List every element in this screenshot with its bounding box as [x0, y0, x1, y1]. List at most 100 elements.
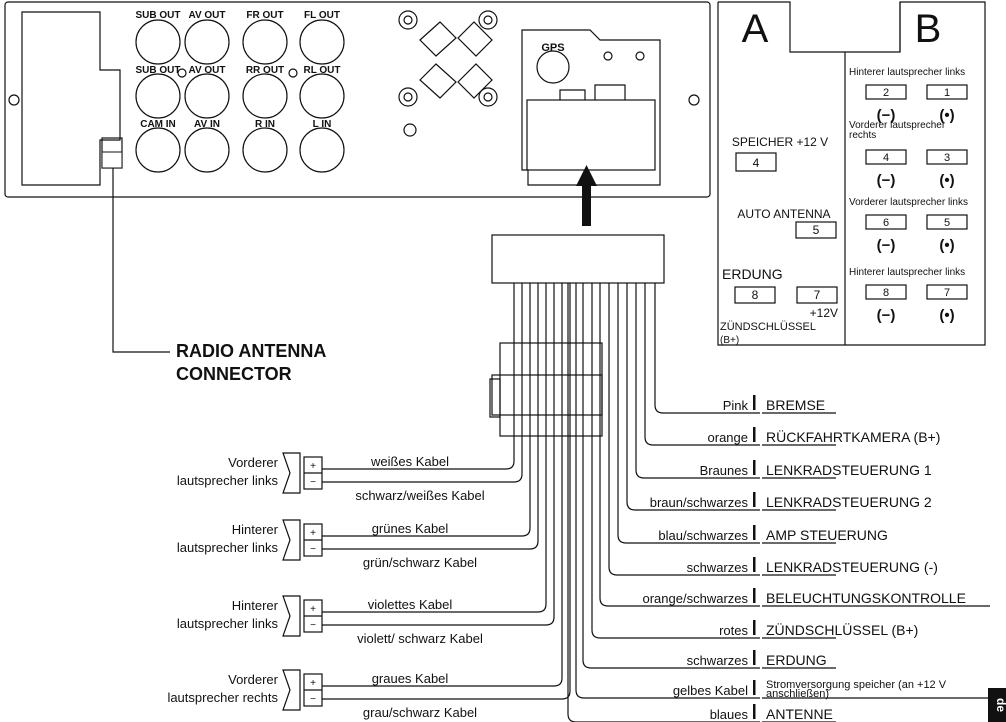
- minus-sign: −: [310, 477, 316, 488]
- speaker-name: lautsprecher links: [177, 473, 279, 488]
- polarity-minus: (−): [877, 237, 896, 254]
- rca-jack-label: RL OUT: [303, 65, 340, 76]
- iso-b-label: Vorderer lautsprecher: [849, 120, 946, 131]
- iso-b-label: rechts: [849, 130, 876, 141]
- pin-number: 4: [753, 156, 760, 170]
- function-wire: [654, 283, 760, 414]
- wire-label: rotes ZÜNDSCHLÜSSEL (B+): [719, 620, 918, 639]
- rca-jack: [135, 19, 181, 65]
- speaker-icon: [282, 595, 301, 637]
- iso-a-label: AUTO ANTENNA: [737, 207, 830, 221]
- polarity-plus: (•): [939, 307, 954, 324]
- wire-function: BREMSE: [766, 397, 825, 413]
- wire-color: gelbes Kabel: [673, 683, 748, 698]
- iso-connector-panel: [717, 1, 986, 346]
- wire-function: RÜCKFAHRTKAMERA (B+): [766, 428, 940, 445]
- iso-b-label: Vorderer lautsprecher links: [849, 197, 968, 208]
- function-wire: [599, 283, 760, 607]
- iso-b-title: B: [915, 7, 942, 51]
- function-wire: [608, 283, 760, 576]
- wire-minus-label: grün/schwarz Kabel: [363, 555, 477, 570]
- speaker-icon: [282, 452, 301, 494]
- wire-color: rotes: [719, 623, 748, 638]
- wire-label: gelbes Kabel Stromversorgung speicher (an…: [673, 679, 990, 700]
- wire-function: ERDUNG: [766, 652, 827, 668]
- wire-function: ZÜNDSCHLÜSSEL (B+): [766, 621, 918, 638]
- rca-jack: [299, 19, 345, 65]
- wire-function: anschließen): [766, 688, 829, 700]
- rca-jack-label: L IN: [313, 119, 332, 130]
- wire-function: AMP STEUERUNG: [766, 527, 888, 543]
- wire-minus-label: grau/schwarz Kabel: [363, 705, 477, 720]
- pin-number: 7: [944, 287, 950, 299]
- rca-jack: [242, 73, 288, 119]
- wire-function: Stromversorgung speicher (an +12 V: [766, 679, 947, 691]
- language-tab: de: [988, 688, 1006, 722]
- wire-label: blau/schwarzes AMP STEUERUNG: [658, 525, 888, 544]
- wire-function: ANTENNE: [766, 706, 833, 722]
- speaker-wire: [322, 283, 539, 550]
- wire-function: BELEUCHTUNGSKONTROLLE: [766, 590, 966, 606]
- iso-a-label: (B+): [720, 335, 739, 346]
- speaker-wire: [322, 283, 555, 626]
- wiring-harness: [489, 234, 665, 437]
- wire-color: blau/schwarzes: [658, 528, 748, 543]
- wire-color: schwarzes: [687, 653, 749, 668]
- iso-a-title: A: [742, 7, 769, 51]
- wire-plus-label: violettes Kabel: [368, 597, 453, 612]
- wire-color: Braunes: [700, 463, 749, 478]
- rca-jack-label: RR OUT: [246, 65, 284, 76]
- speaker-wire: [322, 283, 531, 537]
- rca-jack: [184, 127, 230, 173]
- function-wire: [591, 283, 760, 639]
- polarity-minus: (−): [877, 172, 896, 189]
- rca-jack-label: FL OUT: [304, 10, 340, 21]
- rca-jack-label: CAM IN: [140, 119, 176, 130]
- rca-jack: [184, 73, 230, 119]
- rca-jack-label: FR OUT: [246, 10, 283, 21]
- wire-label: orange RÜCKFAHRTKAMERA (B+): [708, 427, 940, 446]
- wire-label: schwarzes ERDUNG: [687, 650, 836, 669]
- polarity-plus: (•): [939, 172, 954, 189]
- wire-color: schwarzes: [687, 560, 749, 575]
- function-wire: [582, 283, 760, 669]
- rca-jack: [242, 19, 288, 65]
- polarity-plus: (•): [939, 237, 954, 254]
- speaker-name: Vorderer: [228, 455, 279, 470]
- wire-plus-label: graues Kabel: [372, 671, 449, 686]
- rca-jack-label: SUB OUT: [136, 65, 181, 76]
- pin-number: 8: [752, 288, 759, 302]
- speaker-name: Vorderer: [228, 672, 279, 687]
- iso-a-label: ZÜNDSCHLÜSSEL: [720, 321, 816, 333]
- speaker-wire: [322, 283, 563, 687]
- wire-color: orange: [708, 430, 748, 445]
- antenna-plug: [101, 137, 170, 353]
- function-wire: [626, 283, 760, 511]
- rca-jack: [299, 127, 345, 173]
- speaker-name: Hinterer: [232, 598, 279, 613]
- jack-dot: [288, 68, 298, 78]
- plus-sign: +: [310, 528, 316, 539]
- rca-jack: [135, 73, 181, 119]
- pin-number: 8: [883, 287, 889, 299]
- speaker-name: lautsprecher links: [177, 540, 279, 555]
- iso-a-label: SPEICHER +12 V: [732, 135, 828, 149]
- wire-minus-label: violett/ schwarz Kabel: [357, 631, 483, 646]
- head-unit-back-panel: [4, 1, 711, 198]
- speaker-wire: [322, 283, 515, 470]
- minus-sign: −: [310, 544, 316, 555]
- language-tab-label: de: [994, 698, 1006, 712]
- pin-number: 7: [814, 288, 821, 302]
- pin-number: 4: [883, 152, 889, 164]
